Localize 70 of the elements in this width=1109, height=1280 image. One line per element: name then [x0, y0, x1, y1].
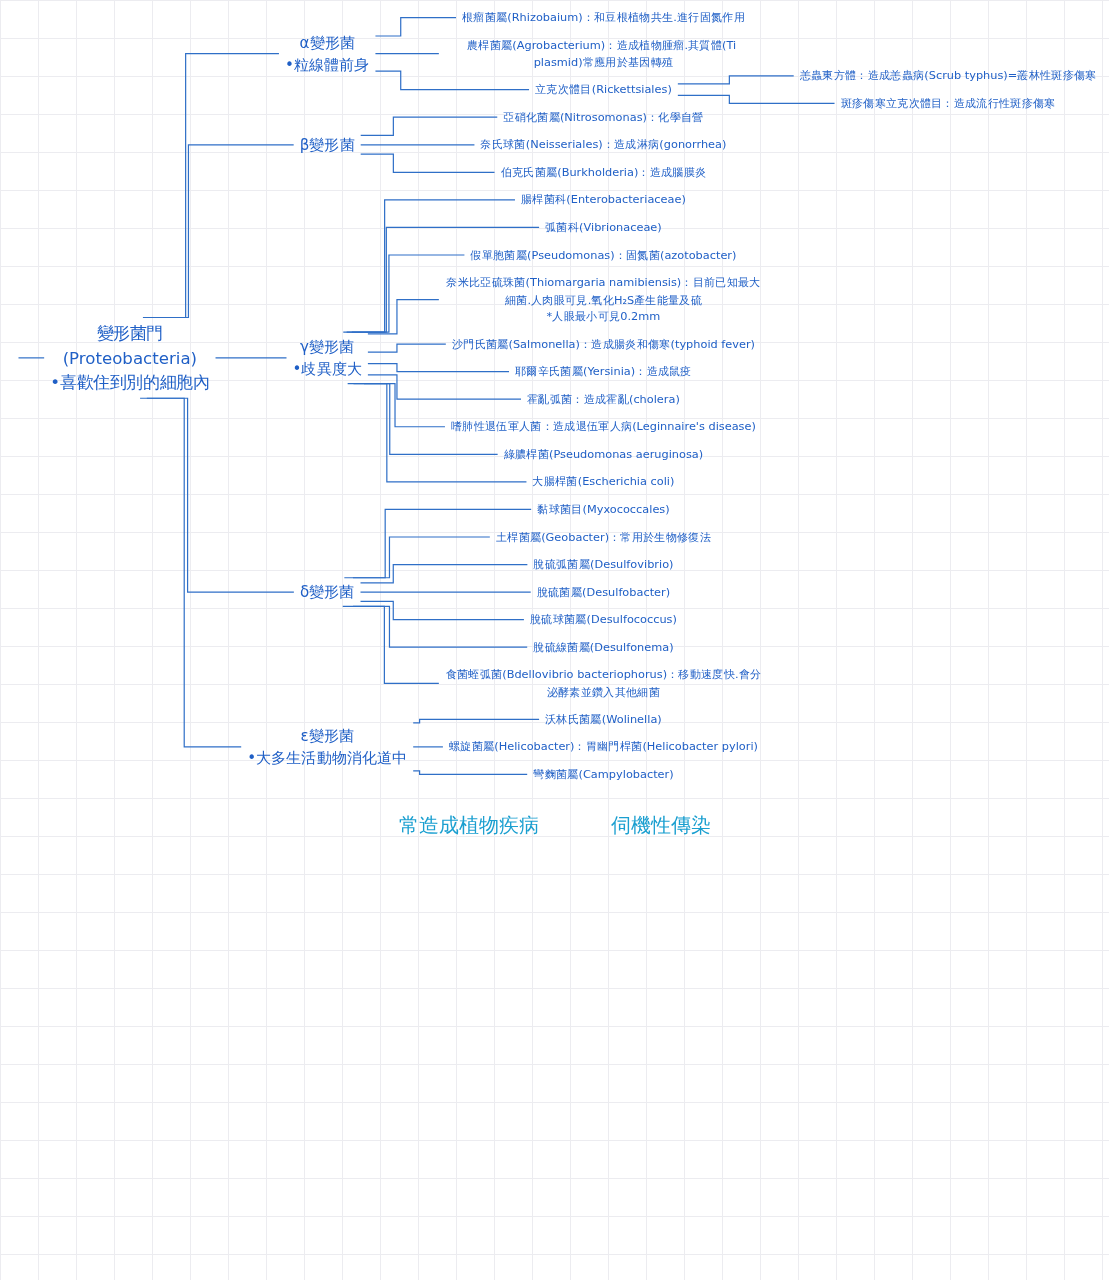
node-text: 腸桿菌科(Enterobacteriaceae)	[521, 192, 686, 207]
node-text: 螺旋菌屬(Helicobacter)：胃幽門桿菌(Helicobacter pylori)	[448, 739, 758, 754]
node-text: 農桿菌屬(Agrobacterium)：造成植物腫瘤.其質體(Ti plasmid)常應用於基因轉殖	[467, 38, 737, 69]
node-text: 脫硫弧菌屬(Desulfovibrio)	[533, 557, 674, 572]
connector	[677, 94, 836, 105]
connector	[359, 591, 532, 593]
connector	[360, 153, 496, 173]
node-text: 嗜肺性退伍軍人菌：造成退伍軍人病(Leginnaire's disease)	[451, 419, 756, 434]
connector	[346, 226, 540, 333]
connector	[139, 397, 242, 748]
connector	[342, 199, 516, 333]
node-text: ε變形菌	[300, 726, 354, 745]
node-text: 奈米比亞硫珠菌(Thiomargaria namibiensis)：目前已知最大細菌.人肉眼可見.氧化H₂S產生能量及硫	[446, 275, 761, 307]
node-text: 變形菌門 (Proteobacteria)	[62, 323, 198, 368]
connector	[367, 343, 447, 353]
connector	[360, 116, 498, 137]
connector	[412, 770, 528, 776]
connector	[351, 254, 466, 333]
node-text: 脫硫菌屬(Desulfobacter)	[536, 585, 671, 599]
connector	[347, 382, 528, 483]
connector	[360, 144, 476, 146]
connector	[374, 70, 530, 91]
connector	[367, 374, 522, 400]
node-text: γ變形菌	[300, 337, 355, 356]
node-label: •喜歡住到別的細胞內	[50, 373, 210, 393]
connector	[412, 718, 540, 724]
node-label: •大多生活動物消化道中	[247, 749, 408, 768]
node-text: 黏球菌目(Myxococcales)	[537, 502, 670, 517]
node-text: 彎麴菌屬(Campylobacter)	[533, 767, 674, 782]
connector	[367, 362, 510, 373]
connector	[343, 508, 532, 579]
node-text: α變形菌	[299, 33, 355, 52]
node-text: 土桿菌屬(Geobacter)：常用於生物修復法	[495, 530, 712, 544]
node-text: 斑疹傷寒立克次體目：造成流行性斑疹傷寒	[840, 96, 1056, 111]
connector	[17, 357, 45, 359]
connector	[352, 536, 491, 579]
node-text: 脫硫球菌屬(Desulfococcus)	[529, 612, 677, 627]
connector	[359, 600, 525, 621]
node-text: 恙蟲東方體：造成恙蟲病(Scrub typhus)=叢林性斑疹傷寒	[799, 68, 1097, 83]
connector	[677, 75, 795, 85]
connector	[374, 16, 457, 37]
node-text: 綠膿桿菌(Pseudomonas aeruginosa)	[503, 447, 704, 461]
connector	[342, 605, 440, 684]
node-text: 大腸桿菌(Escherichia coli)	[532, 474, 675, 489]
node-text: 假單胞菌屬(Pseudomonas)：固氮菌(azotobacter)	[470, 248, 737, 262]
note-text: 伺機性傳染	[609, 812, 712, 839]
connector	[214, 357, 288, 359]
node-label: *人眼最小可見0.2mm	[546, 309, 661, 324]
node-text: 霍亂弧菌：造成霍亂(cholera)	[527, 392, 680, 406]
node-text: 食菌蛭弧菌(Bdellovibrio bacteriophorus)：移動速度快.會分泌酵素並鑽入其他細菌	[445, 667, 762, 699]
node-text: 亞硝化菌屬(Nitrosomonas)：化學自營	[503, 110, 704, 124]
node-text: 沃林氏菌屬(Wolinella)	[545, 712, 662, 726]
node-text: 沙門氏菌屬(Salmonella)：造成腸炎和傷寒(typhoid fever)	[451, 337, 756, 351]
node-text: 根瘤菌屬(Rhizobaium)：和豆根植物共生.進行固氮作用	[462, 10, 745, 25]
node-text: 立克次體目(Rickettsiales)	[535, 82, 672, 97]
node-label: •粒線體前身	[284, 55, 370, 74]
connector	[359, 563, 528, 584]
node-text: 耶爾辛氏菌屬(Yersinia)：造成鼠疫	[515, 364, 692, 379]
connector	[142, 53, 280, 319]
connector	[412, 746, 444, 748]
node-text: β變形菌	[299, 135, 355, 154]
node-text: 脫硫線菌屬(Desulfonema)	[533, 640, 674, 654]
node-text: 奈氏球菌(Neisseriales)：造成淋病(gonorrhea)	[480, 137, 727, 152]
node-label: •歧異度大	[292, 360, 362, 379]
connector	[367, 298, 440, 335]
node-text: 伯克氏菌屬(Burkholderia)：造成腦膜炎	[500, 165, 707, 179]
connector	[374, 53, 440, 55]
note-text: 常造成植物疾病	[397, 812, 540, 839]
node-text: 弧菌科(Vibrionaceae)	[545, 220, 662, 235]
node-text: δ變形菌	[299, 583, 355, 602]
